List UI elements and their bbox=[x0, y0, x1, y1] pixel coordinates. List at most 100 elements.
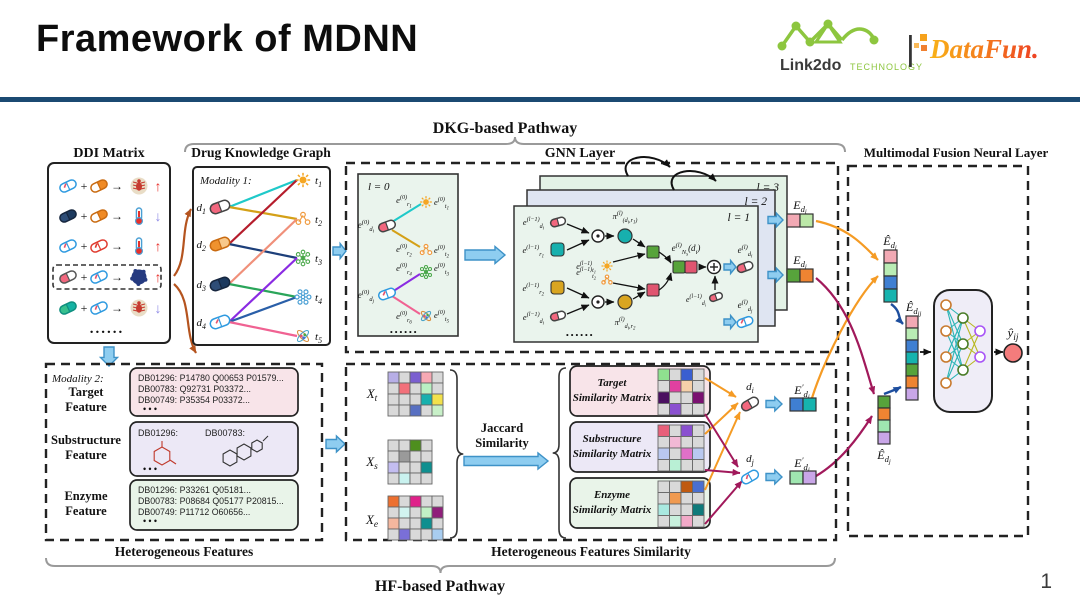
grid-cell bbox=[431, 382, 444, 395]
ellipsis-dots: • • • bbox=[143, 516, 157, 526]
math-part: (0) bbox=[438, 262, 445, 269]
nn-output-node bbox=[974, 351, 986, 363]
math-part: (l) bbox=[742, 299, 748, 306]
grid-cell bbox=[657, 403, 670, 416]
math-part: e bbox=[523, 245, 527, 255]
nn-input-node bbox=[940, 325, 952, 337]
dkg-edge bbox=[228, 178, 298, 209]
math-part: 1 bbox=[594, 270, 596, 275]
grid-cell bbox=[398, 393, 411, 406]
pill-tick bbox=[382, 291, 386, 296]
grid-cell bbox=[669, 480, 682, 493]
pill-divider bbox=[96, 303, 102, 313]
pill-tick bbox=[94, 274, 98, 279]
logo-dot bbox=[805, 37, 815, 47]
sun-ray bbox=[602, 261, 606, 265]
grid-cell bbox=[692, 480, 705, 493]
math-part: 2 bbox=[202, 244, 206, 253]
target-icon-molecule bbox=[295, 211, 311, 225]
logo-dot bbox=[823, 19, 833, 29]
l1-arrow bbox=[612, 252, 646, 263]
math-part: r bbox=[407, 251, 410, 257]
modality1-label: Modality 1: bbox=[199, 175, 252, 187]
odot-dot bbox=[596, 300, 600, 304]
feature-row: DB01296: P33261 Q05181... bbox=[138, 485, 251, 495]
relation-square bbox=[550, 280, 565, 295]
target-node-label: t5 bbox=[315, 331, 322, 345]
math-part: i bbox=[696, 249, 698, 256]
l0-target-icon-sun bbox=[420, 196, 432, 208]
pi-node bbox=[617, 228, 633, 244]
similarity-box-label: Similarity Matrix bbox=[573, 392, 652, 404]
math-part: d bbox=[746, 381, 752, 393]
feature-group-label: Substructure bbox=[51, 433, 121, 447]
pill-divider bbox=[384, 289, 390, 299]
grid-cell bbox=[669, 368, 682, 381]
grid-cell bbox=[398, 495, 411, 508]
stack-cell bbox=[883, 275, 898, 290]
math-part: 1 bbox=[409, 205, 411, 210]
fusion-title: Multimodal Fusion Neural Layer bbox=[864, 145, 1049, 160]
sun-ray bbox=[297, 182, 301, 186]
mol-atom bbox=[300, 211, 306, 218]
similarity-box-label: Similarity Matrix bbox=[573, 448, 652, 460]
logo-separator: | bbox=[906, 30, 915, 68]
aggregate-curve bbox=[658, 251, 672, 264]
drug-pill-icon bbox=[59, 301, 77, 315]
plus-operator: + bbox=[81, 179, 88, 193]
grid-cell bbox=[680, 492, 693, 505]
stack-cell bbox=[877, 419, 891, 433]
math-part: d bbox=[625, 324, 629, 330]
math-part: t bbox=[592, 274, 594, 280]
math-part: ,r bbox=[629, 218, 634, 224]
grid-cell bbox=[680, 459, 693, 472]
mol-atom bbox=[300, 249, 306, 255]
pill-left bbox=[550, 312, 559, 321]
math-part: t bbox=[445, 252, 447, 258]
link2do-wordmark: Link2do bbox=[780, 57, 842, 74]
trend-up-arrow: ↑ bbox=[155, 238, 162, 254]
atom-nucleus bbox=[302, 336, 306, 340]
grid-cell bbox=[431, 517, 444, 530]
math-part: t bbox=[375, 394, 378, 404]
grid-cell bbox=[669, 380, 682, 393]
plus-operator: + bbox=[81, 239, 88, 253]
chip-cell bbox=[789, 397, 804, 412]
feature-box bbox=[129, 421, 299, 477]
bug-leg bbox=[140, 187, 146, 190]
math-part: j bbox=[372, 300, 375, 305]
math-part: j bbox=[888, 459, 891, 466]
matrix-label: Xs bbox=[365, 454, 378, 472]
similarity-grid bbox=[657, 424, 705, 472]
feature-row: DB00749: P11712 O60656... bbox=[138, 507, 250, 517]
similarity-grid bbox=[657, 368, 705, 416]
feature-row: DB01296: P14780 Q00653 P01579... bbox=[138, 373, 284, 383]
grid-cell bbox=[420, 461, 433, 474]
grid-cell bbox=[669, 403, 682, 416]
math-part: (l) bbox=[617, 210, 623, 217]
math-part: ,r bbox=[629, 324, 634, 330]
drug-pill-icon bbox=[90, 270, 108, 284]
stack-cell bbox=[905, 387, 919, 401]
l1-arrow bbox=[566, 223, 590, 234]
nn-hidden-node bbox=[957, 338, 969, 350]
chemical-structure bbox=[251, 439, 263, 453]
xs-grid bbox=[387, 439, 433, 485]
grid-cell bbox=[657, 503, 670, 516]
layer-tag: l = 1 bbox=[728, 212, 750, 224]
link2do-logo-icon bbox=[777, 19, 879, 51]
math-part: 2 bbox=[633, 327, 636, 332]
math-part: (0) bbox=[400, 194, 407, 201]
math-part: (l−1) bbox=[690, 293, 702, 300]
dkg-edge bbox=[228, 320, 298, 338]
pill-right bbox=[557, 217, 566, 226]
stack-cell bbox=[883, 288, 898, 303]
stack-cell bbox=[905, 375, 919, 389]
relation-label: e(0)r4 bbox=[396, 262, 412, 278]
logo-dot bbox=[791, 21, 801, 31]
embedding-label: e(l−1)di bbox=[686, 293, 707, 308]
embedding-label: e(l)dj bbox=[738, 299, 753, 315]
bug-icon bbox=[130, 299, 148, 317]
math-part: ) bbox=[634, 217, 637, 224]
snow-node bbox=[303, 299, 309, 305]
